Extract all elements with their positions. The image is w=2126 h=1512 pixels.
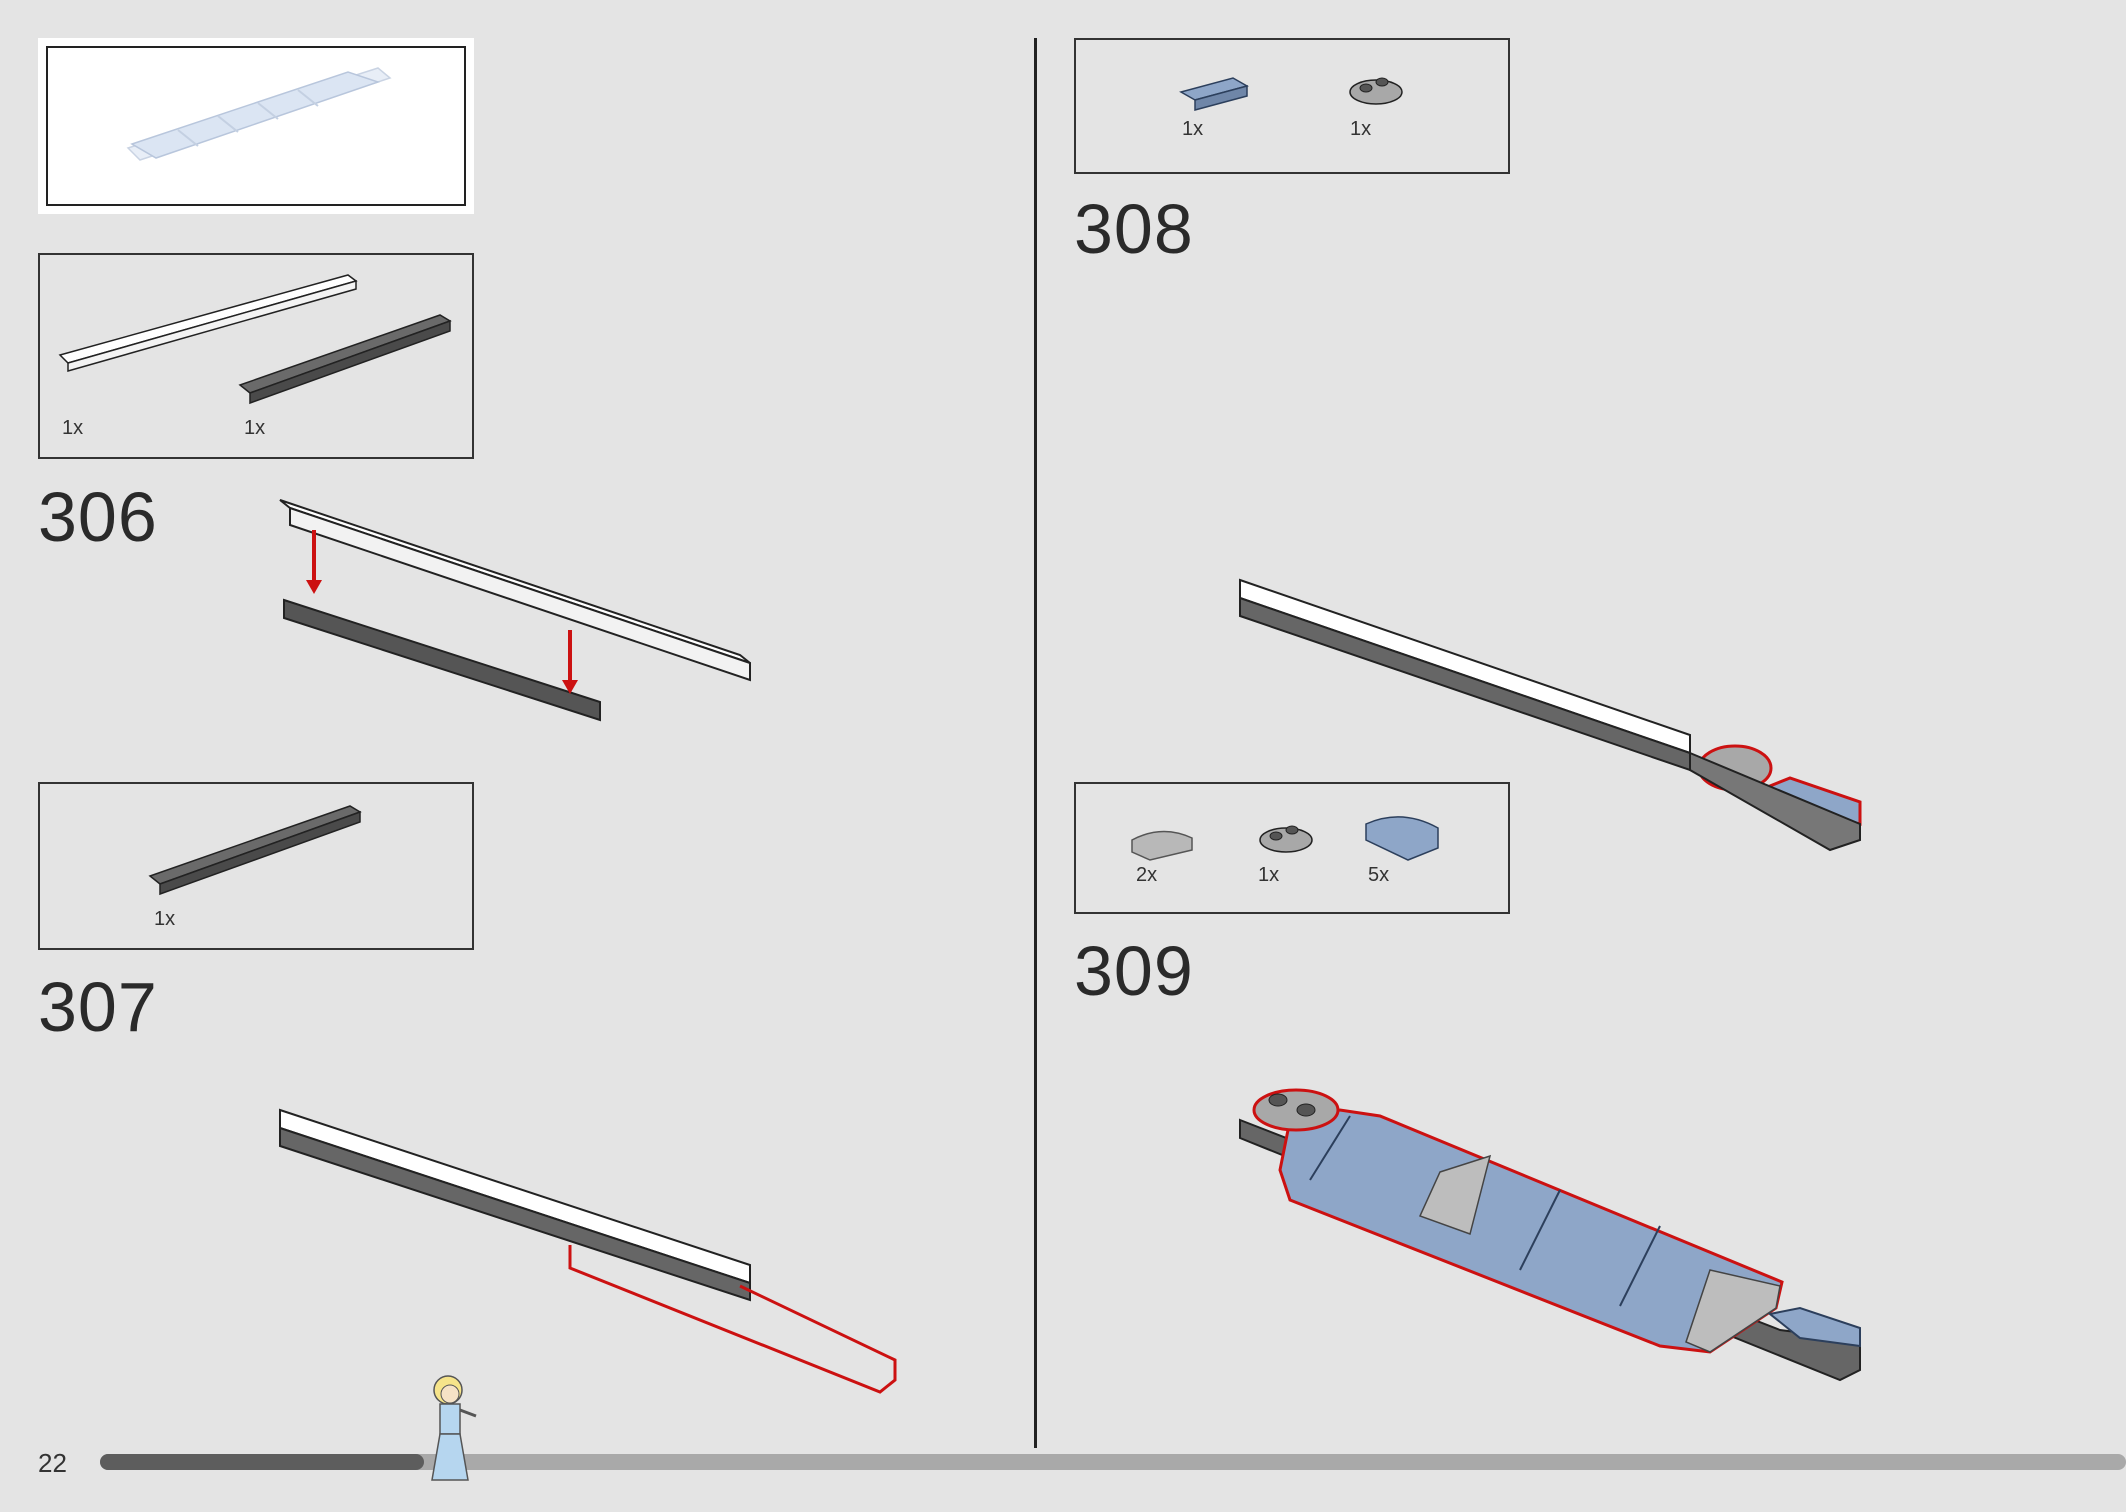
step-number: 309 bbox=[1074, 932, 1194, 1010]
arrow-head-icon bbox=[306, 580, 322, 594]
assembly-preview-image bbox=[126, 67, 392, 161]
step-number: 306 bbox=[38, 478, 158, 556]
gray-round-plate-1x2-icon bbox=[1349, 77, 1403, 105]
dark-gray-plate-1x8-icon bbox=[148, 805, 362, 896]
part-quantity: 1x bbox=[154, 908, 176, 930]
part-quantity: 1x bbox=[244, 417, 266, 439]
step-309-parts-callout: 2x 1x 5x bbox=[1074, 782, 1510, 914]
part-quantity: 1x bbox=[1258, 864, 1280, 886]
minifigure-progress-marker-icon bbox=[431, 1375, 477, 1481]
progress-fill bbox=[100, 1454, 425, 1470]
page-number: 22 bbox=[38, 1448, 67, 1478]
preview-frame bbox=[46, 46, 466, 206]
part-quantity: 2x bbox=[1136, 864, 1158, 886]
step-307-parts-callout: 1x bbox=[38, 782, 474, 950]
progress-track bbox=[100, 1454, 2126, 1470]
step-number: 307 bbox=[38, 968, 158, 1046]
step-307-illustration bbox=[279, 1108, 897, 1394]
step-309-illustration bbox=[1239, 1088, 1861, 1382]
white-plate-1x12-icon bbox=[58, 274, 358, 372]
sand-blue-tile-2x2-icon bbox=[1179, 77, 1249, 111]
step-306-parts-callout: 1x 1x bbox=[38, 253, 474, 459]
sand-blue-curved-slope-icon bbox=[1365, 816, 1439, 861]
gray-curved-slope-icon bbox=[1131, 830, 1193, 861]
preview-panel bbox=[38, 38, 474, 214]
arrow-head-icon bbox=[562, 680, 578, 694]
dark-gray-plate-1x8-icon bbox=[238, 314, 452, 405]
gray-round-plate-1x2-icon bbox=[1259, 825, 1313, 853]
step-308-parts-callout: 1x 1x bbox=[1074, 38, 1510, 174]
part-quantity: 1x bbox=[1182, 118, 1204, 140]
step-number: 308 bbox=[1074, 190, 1194, 268]
step-308-illustration bbox=[1239, 578, 1862, 852]
step-306-illustration bbox=[279, 499, 751, 722]
page-divider bbox=[1034, 38, 1037, 1448]
part-quantity: 1x bbox=[1350, 118, 1372, 140]
part-quantity: 1x bbox=[62, 417, 84, 439]
part-quantity: 5x bbox=[1368, 864, 1390, 886]
